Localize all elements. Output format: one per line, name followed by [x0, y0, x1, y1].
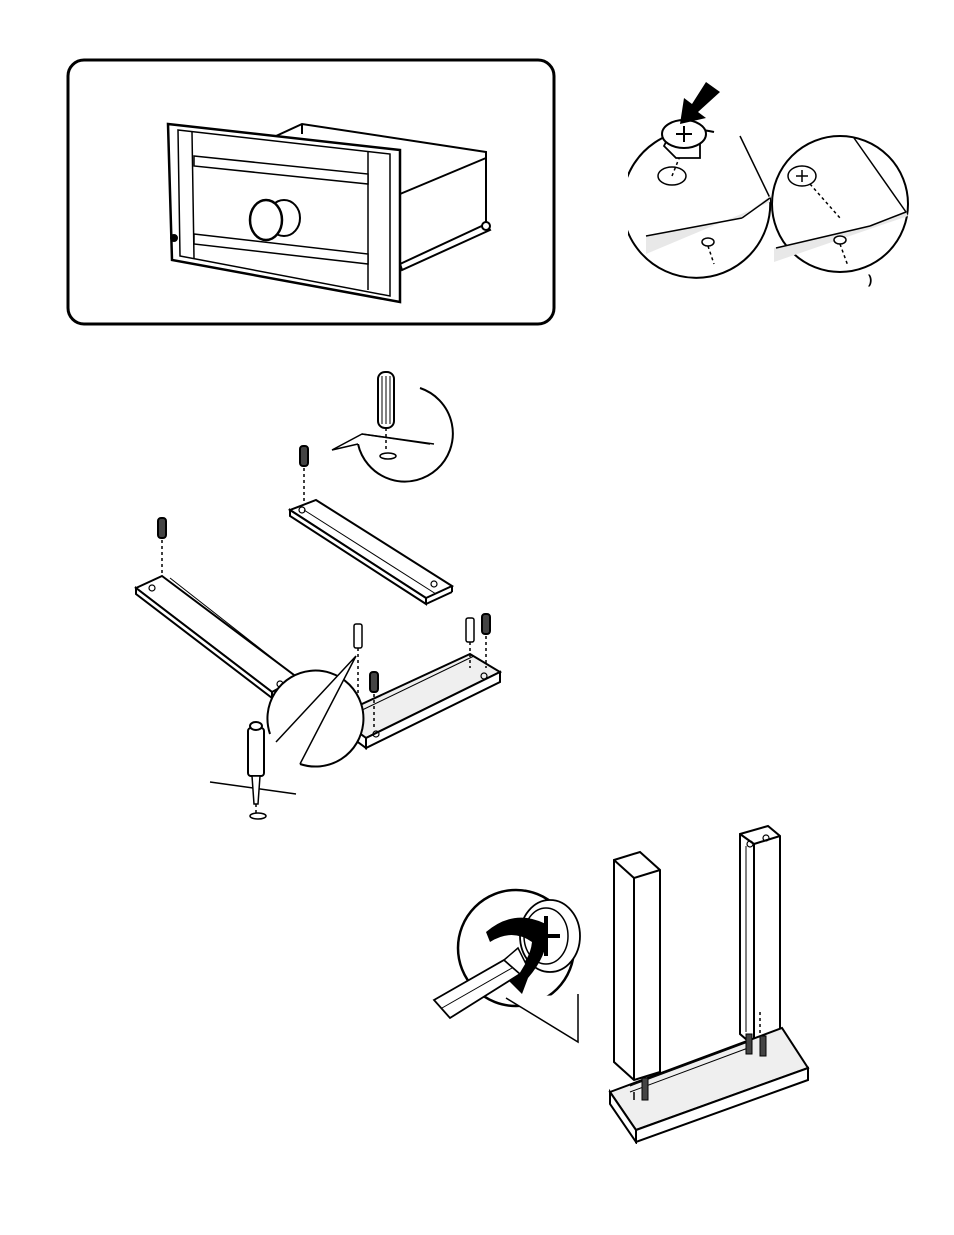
dowel-panels-figure: [130, 364, 520, 834]
page-mark: ): [868, 272, 872, 287]
panel-assembly-figure: [428, 824, 818, 1144]
push-arrow-icon: [680, 82, 720, 124]
cam-lock-insert-figure: [628, 76, 918, 286]
finished-drawer-figure: [66, 58, 558, 328]
